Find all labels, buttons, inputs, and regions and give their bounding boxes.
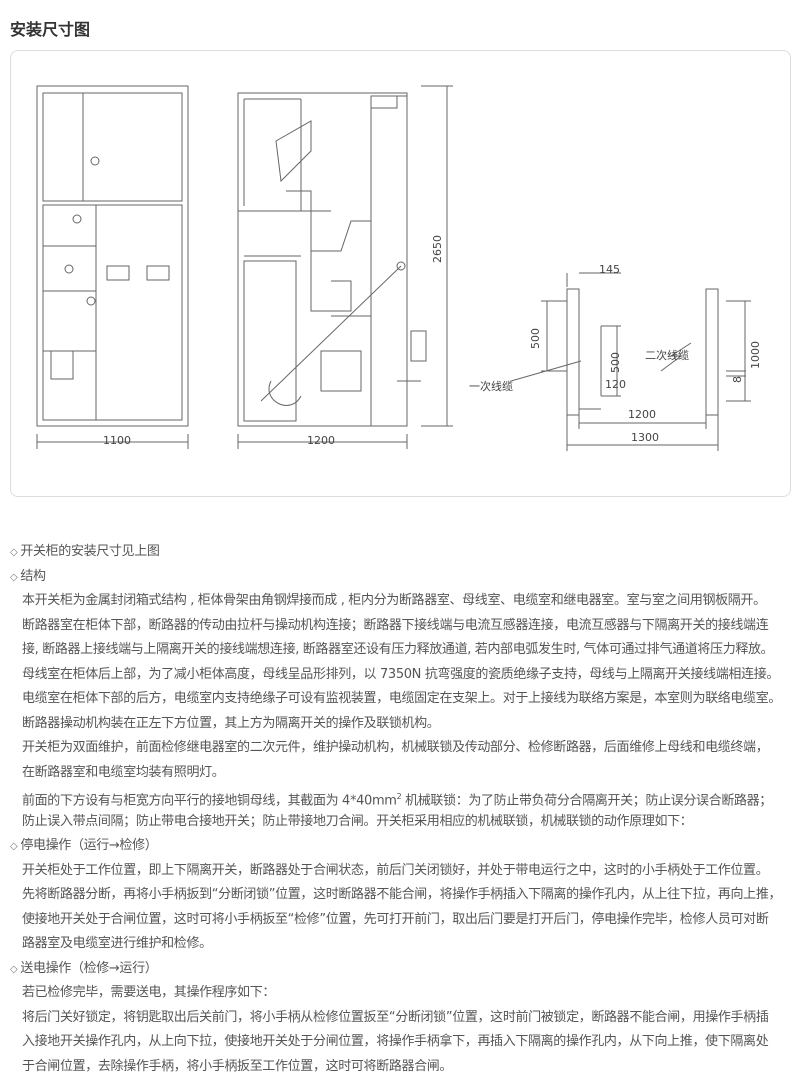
plan-right-1000-label: 1000 xyxy=(749,341,762,369)
plan-inner-500-label: 500 xyxy=(609,352,622,373)
paragraph-line: 断路器室在柜体下部，断路器的传动由拉杆与操动机构连接；断路器下接线端与电流互感器… xyxy=(22,617,769,633)
section-heading: ◇开关柜的安装尺寸见上图 xyxy=(10,544,160,559)
paragraph-line: 使接地开关处于合闸位置，这时可将小手柄扳至“检修”位置，先可打开前门，取出后门要… xyxy=(22,911,769,927)
paragraph-line: 先将断路器分断，再将小手柄扳到“分断闭锁”位置，这时断路器不能合闸，将操作手柄插… xyxy=(22,887,782,902)
paragraph-line: 将后门关好锁定，将钥匙取出后关前门，将小手柄从检修位置扳至“分断闭锁”位置，这时… xyxy=(22,1009,769,1025)
side-width-label: 1200 xyxy=(307,434,335,447)
plan-inner-width-label: 1200 xyxy=(628,408,656,421)
paragraph-line: 接, 断路器上接线端与上隔离开关的接线端想连接, 断路器室还设有压力释放通道, … xyxy=(22,642,774,657)
paragraph-line: 防止误入带点间隔；防止带电合接地开关；防止带接地刀合闸。开关柜采用相应的机械联锁… xyxy=(22,813,693,829)
paragraph-line: 入接地开关操作孔内，从上向下拉，使接地开关处于分闸位置，将操作手柄拿下，再插入下… xyxy=(22,1034,769,1049)
secondary-cable-label: 二次线缆 xyxy=(645,349,689,362)
diamond-bullet-icon: ◇ xyxy=(10,547,18,558)
diamond-bullet-icon: ◇ xyxy=(10,571,18,583)
installation-dimension-drawing: 1100 1200 2650 145 500 500 1000 120 8 12… xyxy=(10,50,791,497)
paragraph-line: 在断路器室和电缆室均装有照明灯。 xyxy=(22,764,225,780)
front-view-drawing xyxy=(36,85,189,449)
paragraph-line: 前面的下方设有与柜宽方向平行的接地铜母线，其截面为 4*40mm2 机械联锁：为… xyxy=(22,792,772,809)
paragraph-line: 若已检修完毕，需要送电，其操作程序如下： xyxy=(22,985,276,1000)
plan-outer-width-label: 1300 xyxy=(631,431,659,444)
plan-8-label: 8 xyxy=(731,376,744,383)
plan-left-500-label: 500 xyxy=(529,328,542,349)
paragraph-line: 开关柜处于工作位置，即上下隔离开关，断路器处于合闸状态，前后门关闭锁好，并处于带… xyxy=(22,862,769,878)
section-heading: ◇送电操作（检修→运行） xyxy=(10,960,158,976)
section-heading: ◇结构 xyxy=(10,568,46,584)
section-heading: ◇停电操作（运行→检修） xyxy=(10,838,158,853)
description-text: ◇开关柜的安装尺寸见上图 ◇结构 本开关柜为金属封闭箱式结构 , 柜体骨架由角钢… xyxy=(0,540,800,1079)
page-title: 安装尺寸图 xyxy=(10,20,91,39)
plan-view-drawing xyxy=(510,272,751,451)
diamond-bullet-icon: ◇ xyxy=(10,841,18,852)
paragraph-line: 母线室在柜体后上部，为了减小柜体高度，母线呈品形排列，以 7350N 抗弯强度的… xyxy=(22,666,780,682)
paragraph-line: 电缆室在柜体下部的后方，电缆室内支持绝缘子可设有监视装置，电缆固定在支架上。对于… xyxy=(22,691,782,706)
front-width-label: 1100 xyxy=(103,434,131,447)
paragraph-line: 开关柜为双面维护，前面检修继电器室的二次元件，维护操动机构，机械联锁及传动部分、… xyxy=(22,740,769,755)
paragraph-line: 断路器操动机构装在正左下方位置，其上方为隔离开关的操作及联锁机构。 xyxy=(22,715,440,731)
primary-cable-label: 一次线缆 xyxy=(469,380,513,393)
diamond-bullet-icon: ◇ xyxy=(10,963,18,975)
height-label: 2650 xyxy=(431,235,444,263)
paragraph-line: 本开关柜为金属封闭箱式结构 , 柜体骨架由角钢焊接而成 , 柜内分为断路器室、母… xyxy=(22,593,766,608)
side-view-drawing xyxy=(237,85,453,449)
plan-120-label: 120 xyxy=(605,378,626,391)
paragraph-line: 于合闸位置，去除操作手柄，将小手柄扳至工作位置，这时可将断路器合闸。 xyxy=(22,1058,453,1074)
paragraph-line: 路器室及电缆室进行维护和检修。 xyxy=(22,936,212,951)
plan-offset-label: 145 xyxy=(599,263,620,276)
